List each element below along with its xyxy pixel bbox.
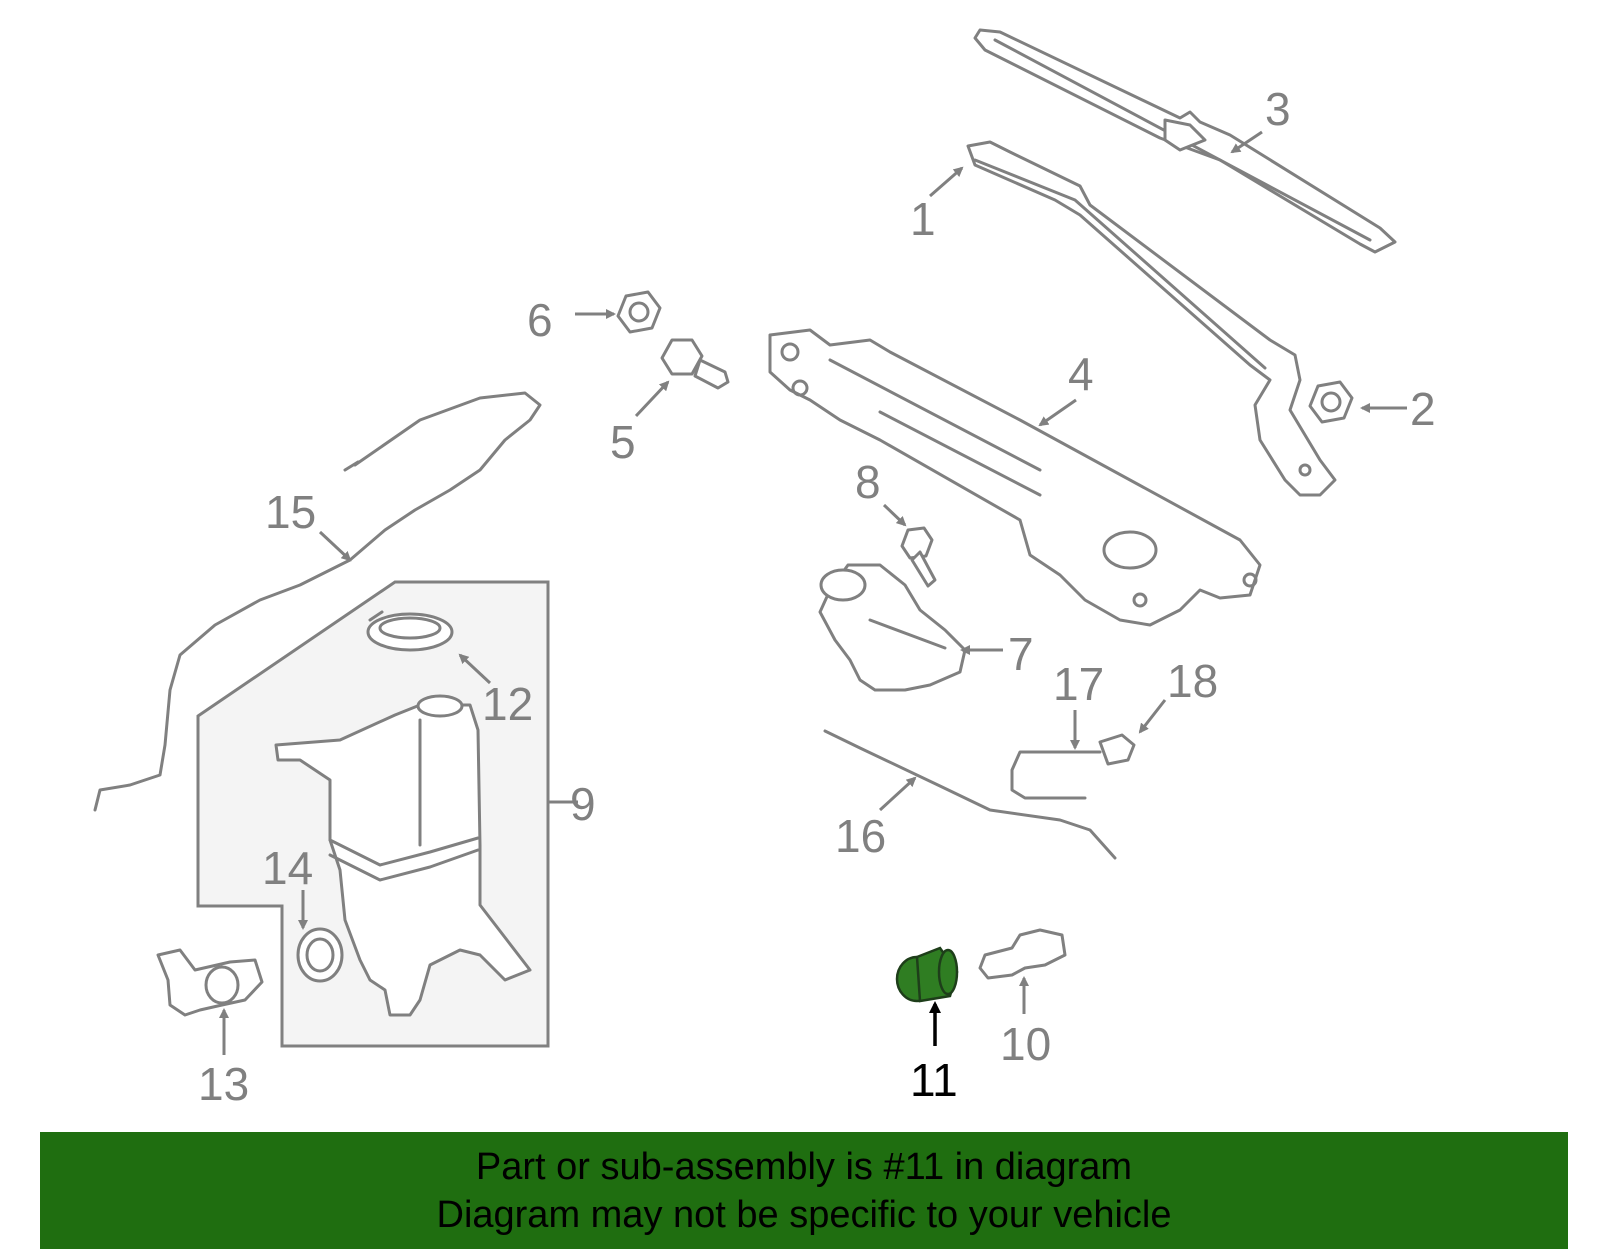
callout-10: 10 bbox=[1000, 1018, 1051, 1070]
callout-1: 1 bbox=[910, 193, 936, 245]
callout-17: 17 bbox=[1053, 658, 1104, 710]
wiper-arm bbox=[966, 140, 1337, 497]
reservoir-cap bbox=[366, 610, 454, 652]
washer-tube-16 bbox=[823, 729, 1117, 860]
washer-pump bbox=[156, 948, 264, 1017]
washer-tube-17 bbox=[1010, 750, 1102, 800]
banner-line-2: Diagram may not be specific to your vehi… bbox=[436, 1193, 1172, 1236]
highlighted-part-11 bbox=[895, 946, 959, 1003]
callout-8: 8 bbox=[855, 456, 881, 508]
leader-lines bbox=[219, 130, 1407, 1055]
callout-4: 4 bbox=[1068, 348, 1094, 400]
callout-5: 5 bbox=[610, 416, 636, 468]
washer-hose bbox=[93, 391, 542, 812]
grommet-14 bbox=[296, 927, 344, 983]
callout-6: 6 bbox=[527, 294, 553, 346]
hose-end bbox=[343, 460, 360, 472]
nut-2 bbox=[1308, 380, 1354, 424]
bolt-5 bbox=[660, 338, 730, 390]
nut-6 bbox=[616, 290, 662, 334]
tube-connector-18 bbox=[1098, 733, 1136, 766]
callout-14: 14 bbox=[262, 842, 313, 894]
callout-9: 9 bbox=[570, 778, 596, 830]
bolt-8 bbox=[900, 526, 937, 588]
callout-3: 3 bbox=[1265, 83, 1291, 135]
washer-reservoir-tank bbox=[274, 694, 532, 1017]
info-banner: Part or sub-assembly is #11 in diagram D… bbox=[40, 1132, 1568, 1249]
callout-18: 18 bbox=[1167, 655, 1218, 707]
callout-13: 13 bbox=[198, 1058, 249, 1110]
callout-15: 15 bbox=[265, 486, 316, 538]
callout-2: 2 bbox=[1410, 383, 1436, 435]
callout-12: 12 bbox=[482, 678, 533, 730]
wiper-motor bbox=[818, 563, 967, 692]
callout-7: 7 bbox=[1008, 628, 1034, 680]
banner-line-1: Part or sub-assembly is #11 in diagram bbox=[475, 1145, 1133, 1188]
wiper-linkage bbox=[768, 328, 1262, 627]
callout-11: 11 bbox=[910, 1054, 958, 1106]
wiper-blade bbox=[973, 28, 1397, 254]
callout-16: 16 bbox=[835, 810, 886, 862]
washer-nozzle-10 bbox=[978, 928, 1067, 980]
